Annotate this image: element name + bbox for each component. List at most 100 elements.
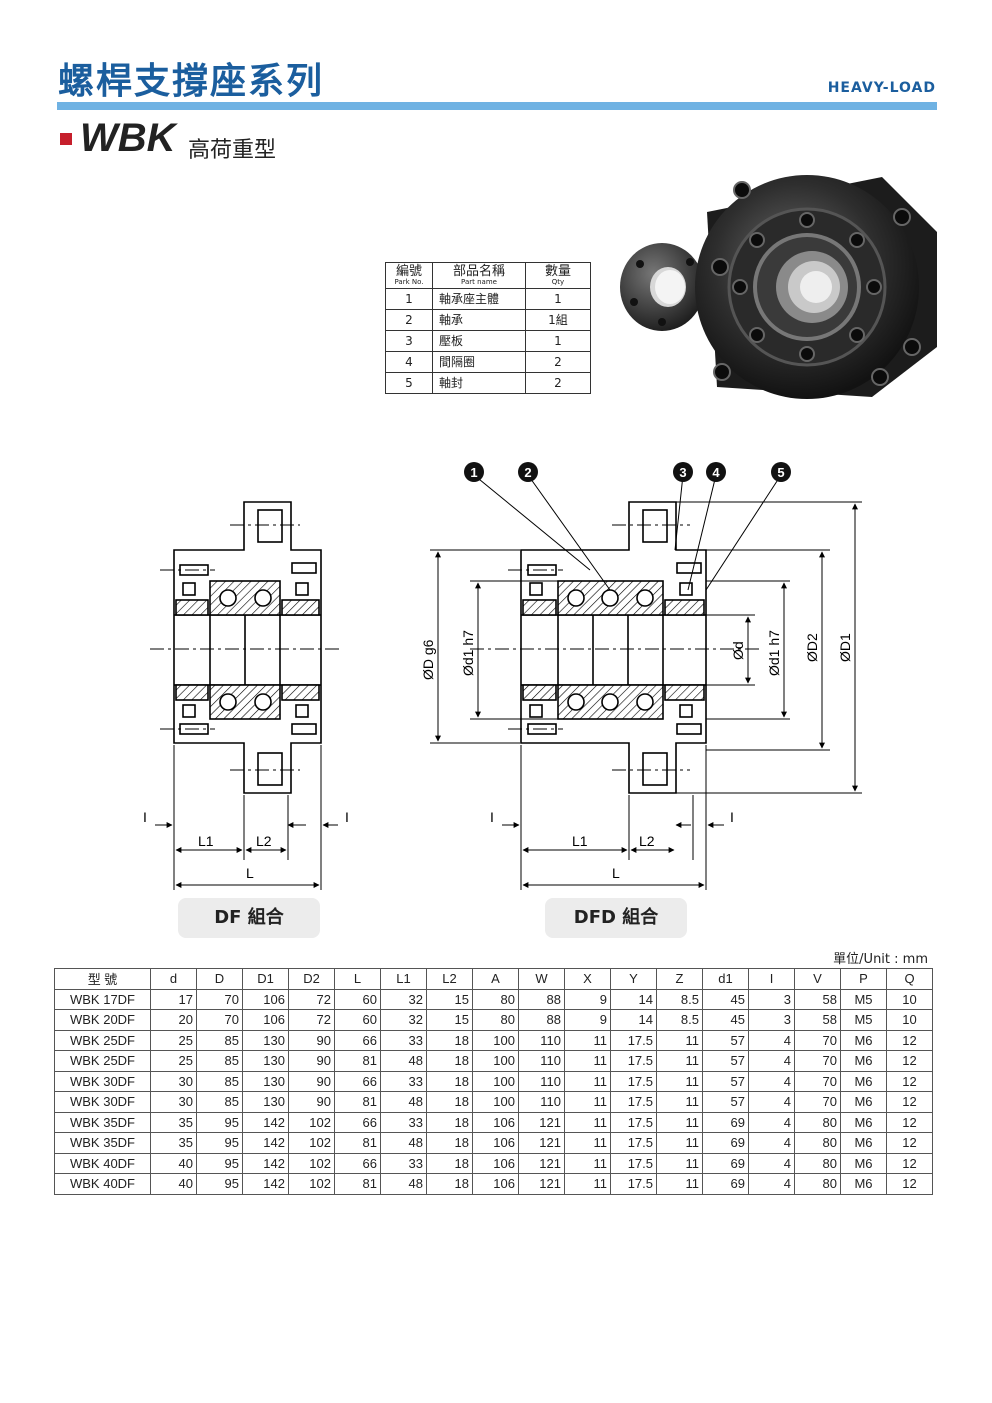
spec-cell: 85 <box>196 1091 243 1113</box>
spec-cell: 4 <box>748 1152 795 1174</box>
df-dim-i-left: I <box>143 809 147 825</box>
spec-cell: 45 <box>702 1009 749 1031</box>
dfd-dim-l: L <box>612 865 620 881</box>
spec-cell: 35 <box>150 1132 197 1154</box>
spec-cell: 17.5 <box>610 1050 657 1072</box>
spec-cell: 121 <box>518 1132 565 1154</box>
dfd-dim-dg6: ØD g6 <box>420 639 436 680</box>
spec-cell: 33 <box>380 1029 427 1051</box>
spec-cell: 11 <box>564 1070 611 1092</box>
spec-header-cell: D <box>196 968 243 990</box>
spec-cell: 70 <box>196 1009 243 1031</box>
spec-cell: 11 <box>656 1070 703 1092</box>
spec-cell-model: WBK 20DF <box>54 1009 151 1031</box>
parts-cell-name: 間隔圈 <box>432 350 526 373</box>
spec-cell: 90 <box>288 1029 335 1051</box>
spec-cell: 32 <box>380 1009 427 1031</box>
spec-cell: 106 <box>242 1009 289 1031</box>
spec-cell: M6 <box>840 1111 887 1133</box>
spec-cell: 40 <box>150 1173 197 1195</box>
spec-cell: 11 <box>564 1132 611 1154</box>
spec-cell: 18 <box>426 1111 473 1133</box>
spec-cell-model: WBK 25DF <box>54 1050 151 1072</box>
spec-cell: 11 <box>564 1173 611 1195</box>
spec-cell: 11 <box>656 1050 703 1072</box>
spec-cell: 102 <box>288 1173 335 1195</box>
spec-cell: 88 <box>518 988 565 1010</box>
spec-cell: 15 <box>426 988 473 1010</box>
spec-cell: 4 <box>748 1029 795 1051</box>
spec-cell: 95 <box>196 1111 243 1133</box>
df-drawing <box>150 501 340 794</box>
dfd-dim-l2: L2 <box>639 833 655 849</box>
df-dimensions <box>155 745 338 890</box>
spec-cell: 85 <box>196 1050 243 1072</box>
spec-cell: 88 <box>518 1009 565 1031</box>
spec-cell: 57 <box>702 1070 749 1092</box>
spec-header-cell: d1 <box>702 968 749 990</box>
dfd-dimensions <box>430 501 862 890</box>
spec-cell: 110 <box>518 1050 565 1072</box>
spec-cell: 66 <box>334 1111 381 1133</box>
dfd-dim-l1: L1 <box>572 833 588 849</box>
spec-cell: 106 <box>472 1111 519 1133</box>
dfd-dim-d1h7-right: Ød1 h7 <box>766 630 782 676</box>
spec-cell: 95 <box>196 1152 243 1174</box>
spec-cell: 57 <box>702 1091 749 1113</box>
spec-cell: 100 <box>472 1050 519 1072</box>
spec-header-cell: L <box>334 968 381 990</box>
dfd-dim-i-right: I <box>730 809 734 825</box>
spec-cell: 8.5 <box>656 988 703 1010</box>
spec-cell: 100 <box>472 1091 519 1113</box>
spec-cell: 110 <box>518 1070 565 1092</box>
spec-cell: 14 <box>610 988 657 1010</box>
spec-cell: 17.5 <box>610 1152 657 1174</box>
spec-cell: 90 <box>288 1050 335 1072</box>
df-dim-l2: L2 <box>256 833 272 849</box>
spec-cell: 70 <box>794 1029 841 1051</box>
spec-cell: 69 <box>702 1132 749 1154</box>
spec-cell: M6 <box>840 1050 887 1072</box>
lock-nut-image <box>620 243 704 331</box>
spec-cell: 80 <box>794 1152 841 1174</box>
spec-cell-model: WBK 40DF <box>54 1173 151 1195</box>
callout-2: 2 <box>518 462 538 482</box>
spec-cell: 70 <box>196 988 243 1010</box>
callout-3: 3 <box>673 462 693 482</box>
spec-cell: 106 <box>472 1173 519 1195</box>
spec-header-cell: A <box>472 968 519 990</box>
svg-text:4: 4 <box>712 465 720 480</box>
spec-cell: 70 <box>794 1091 841 1113</box>
spec-cell: 102 <box>288 1111 335 1133</box>
spec-cell: 12 <box>886 1152 933 1174</box>
spec-cell: 4 <box>748 1070 795 1092</box>
spec-cell-model: WBK 25DF <box>54 1029 151 1051</box>
model-type: 高荷重型 <box>188 138 277 163</box>
spec-cell: 11 <box>564 1152 611 1174</box>
spec-cell: M5 <box>840 988 887 1010</box>
spec-header-cell: D2 <box>288 968 335 990</box>
spec-cell: 80 <box>794 1111 841 1133</box>
spec-cell: 85 <box>196 1029 243 1051</box>
spec-cell: 4 <box>748 1173 795 1195</box>
spec-cell: 102 <box>288 1132 335 1154</box>
spec-cell: 11 <box>656 1132 703 1154</box>
spec-cell: 11 <box>656 1111 703 1133</box>
spec-cell: 130 <box>242 1050 289 1072</box>
df-combination-label: DF 組合 <box>178 898 320 938</box>
spec-cell: 10 <box>886 1009 933 1031</box>
spec-cell: 11 <box>564 1029 611 1051</box>
spec-cell: 18 <box>426 1070 473 1092</box>
spec-cell: 48 <box>380 1050 427 1072</box>
spec-cell: 33 <box>380 1070 427 1092</box>
spec-cell: 85 <box>196 1070 243 1092</box>
spec-cell: 95 <box>196 1173 243 1195</box>
spec-cell: 48 <box>380 1091 427 1113</box>
parts-cell-qty: 2 <box>525 371 591 394</box>
spec-cell: 142 <box>242 1173 289 1195</box>
